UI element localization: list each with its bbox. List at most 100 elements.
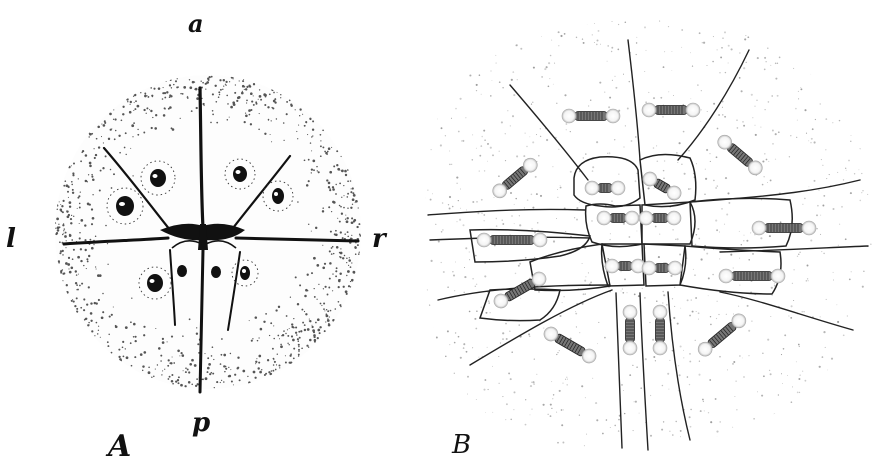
stipple-dot (335, 193, 337, 195)
stipple-dot (273, 100, 276, 103)
stipple-dot (499, 81, 501, 83)
stipple-dot (528, 23, 529, 24)
stipple-dot (674, 306, 675, 307)
stipple-dot (491, 80, 492, 81)
stipple-dot (694, 274, 695, 275)
stipple-dot (102, 311, 104, 313)
stipple-dot (608, 287, 609, 288)
stipple-dot (510, 18, 512, 20)
stipple-dot (481, 199, 483, 201)
stipple-dot (604, 92, 605, 93)
stipple-dot (205, 377, 208, 380)
stipple-dot (663, 170, 665, 172)
stipple-dot (171, 380, 174, 383)
stipple-dot (155, 328, 156, 329)
stipple-dot (185, 367, 187, 369)
stipple-dot (352, 222, 353, 223)
stipple-dot (91, 223, 93, 225)
stipple-dot (792, 386, 793, 387)
stipple-dot (770, 373, 772, 375)
stipple-dot (566, 123, 568, 125)
stipple-dot (134, 108, 136, 110)
stipple-dot (283, 330, 285, 332)
stipple-dot (421, 302, 423, 304)
stipple-dot (306, 184, 309, 187)
stipple-dot (476, 399, 477, 400)
stipple-dot (859, 371, 860, 372)
stipple-dot (590, 11, 592, 13)
stipple-dot (635, 136, 636, 137)
stipple-dot (622, 288, 623, 289)
stipple-dot (72, 189, 74, 191)
stipple-dot (253, 83, 255, 85)
stipple-dot (837, 386, 839, 388)
stipple-dot (430, 199, 432, 201)
stipple-dot (677, 446, 679, 448)
stipple-dot (680, 430, 682, 432)
stipple-dot (764, 57, 766, 59)
stipple-dot (277, 335, 279, 337)
stipple-dot (255, 363, 256, 364)
stipple-dot (701, 258, 703, 260)
stipple-dot (107, 345, 109, 347)
stipple-dot (829, 452, 830, 453)
stipple-dot (283, 122, 285, 124)
stipple-dot (841, 391, 842, 392)
stipple-dot (439, 49, 441, 51)
stipple-dot (67, 191, 69, 193)
stipple-dot (664, 51, 665, 52)
stipple-dot (301, 347, 303, 349)
stipple-dot (323, 288, 324, 289)
stipple-dot (688, 150, 690, 152)
stipple-dot (585, 293, 586, 294)
stipple-dot (773, 43, 775, 45)
stipple-dot (131, 365, 133, 367)
stipple-dot (187, 97, 189, 99)
stipple-dot (255, 361, 257, 363)
stipple-dot (460, 188, 461, 189)
stipple-dot (322, 266, 325, 269)
stipple-dot (211, 76, 213, 78)
stipple-dot (246, 100, 248, 102)
stipple-dot (472, 347, 473, 348)
panel-b-spindles (477, 103, 816, 366)
stipple-dot (703, 401, 704, 402)
stipple-dot (586, 434, 587, 435)
stipple-dot (659, 21, 660, 22)
stipple-dot (126, 98, 128, 100)
stipple-dot (636, 230, 637, 231)
stipple-dot (329, 171, 332, 174)
stipple-dot (115, 118, 117, 120)
stipple-dot (864, 48, 865, 49)
stipple-dot (57, 226, 60, 229)
stipple-dot (351, 262, 352, 263)
stipple-dot (455, 332, 456, 333)
stipple-dot (687, 376, 689, 378)
stipple-dot (258, 355, 261, 358)
stipple-dot (261, 369, 262, 370)
mitotic-spindle (597, 211, 639, 225)
stipple-dot (627, 108, 629, 110)
stipple-dot (658, 256, 660, 258)
stipple-dot (290, 297, 291, 298)
stipple-dot (66, 291, 69, 294)
stipple-dot (234, 92, 236, 94)
stipple-dot (278, 306, 280, 308)
stipple-dot (215, 101, 217, 103)
stipple-dot (812, 128, 814, 130)
stipple-dot (315, 227, 317, 229)
stipple-dot (304, 125, 306, 127)
stipple-dot (189, 363, 192, 366)
stipple-dot (553, 84, 554, 85)
stipple-dot (79, 237, 81, 239)
stipple-dot (780, 221, 782, 223)
stipple-dot (122, 341, 124, 343)
stipple-dot (90, 239, 92, 241)
stipple-dot (422, 164, 424, 166)
stipple-dot (762, 184, 764, 186)
stipple-dot (721, 440, 722, 441)
stipple-dot (354, 272, 356, 274)
stipple-dot (716, 318, 717, 319)
stipple-dot (71, 184, 73, 186)
stipple-dot (708, 412, 709, 413)
